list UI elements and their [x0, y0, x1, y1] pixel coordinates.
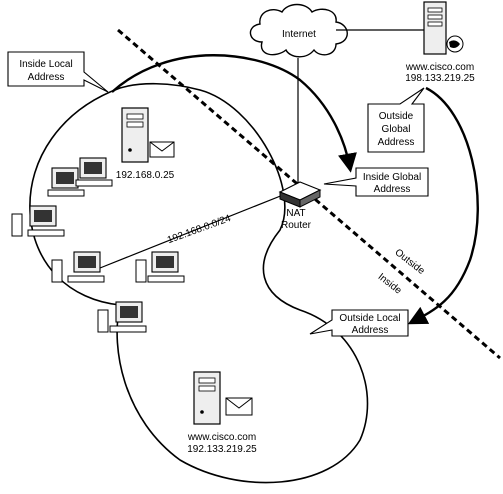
- outside-server-icon: [423, 1, 464, 55]
- workstation-icon: [47, 167, 85, 197]
- callout-inside-local-line1: Inside Local: [19, 59, 72, 70]
- internet-cloud: Internet: [249, 3, 348, 58]
- callout-inside-global-line1: Inside Global: [363, 172, 421, 183]
- router-label-line1: NAT: [286, 208, 305, 219]
- inside-server-icon: [121, 107, 175, 163]
- callout-outside-global-line3: Address: [378, 137, 415, 148]
- inside-server-ip: 192.168.0.25: [116, 170, 175, 181]
- callout-inside-local: Inside Local Address: [7, 51, 109, 93]
- inside-web-server-ip: 192.133.219.25: [187, 444, 257, 455]
- arrow-inside-local-to-inside-global: [111, 54, 357, 173]
- callout-inside-global-line2: Address: [374, 184, 411, 195]
- inside-web-server-name: www.cisco.com: [187, 432, 256, 443]
- arrow-outside-global-to-outside-local: [407, 86, 479, 325]
- callout-outside-local-line2: Address: [352, 325, 389, 336]
- outside-server-name: www.cisco.com: [405, 62, 474, 73]
- callout-outside-global-line1: Outside: [379, 111, 414, 122]
- callout-inside-local-line2: Address: [28, 72, 65, 83]
- subnet-label: 192.168.0.0/24: [166, 213, 233, 246]
- inside-web-server-icon: [193, 371, 253, 425]
- lan-link: [99, 192, 289, 269]
- nat-router-icon: [278, 181, 322, 208]
- inside-network-boundary: [29, 82, 369, 484]
- callout-outside-global: Outside Global Address: [367, 87, 425, 153]
- workstation-icon: [75, 157, 113, 187]
- outside-label: Outside: [393, 247, 427, 277]
- workstation-icon: [97, 301, 147, 333]
- callout-outside-local: Outside Local Address: [309, 309, 409, 337]
- workstation-icon: [135, 251, 185, 283]
- callout-inside-global: Inside Global Address: [323, 167, 429, 197]
- callout-outside-global-line2: Global: [382, 124, 411, 135]
- callout-outside-local-line1: Outside Local: [339, 313, 400, 324]
- inside-label: Inside: [376, 271, 404, 296]
- router-label-line2: Router: [281, 220, 312, 231]
- workstation-icon: [51, 251, 105, 283]
- outside-server-ip: 198.133.219.25: [405, 73, 475, 84]
- internet-label: Internet: [282, 29, 316, 40]
- workstation-icon: [11, 205, 65, 237]
